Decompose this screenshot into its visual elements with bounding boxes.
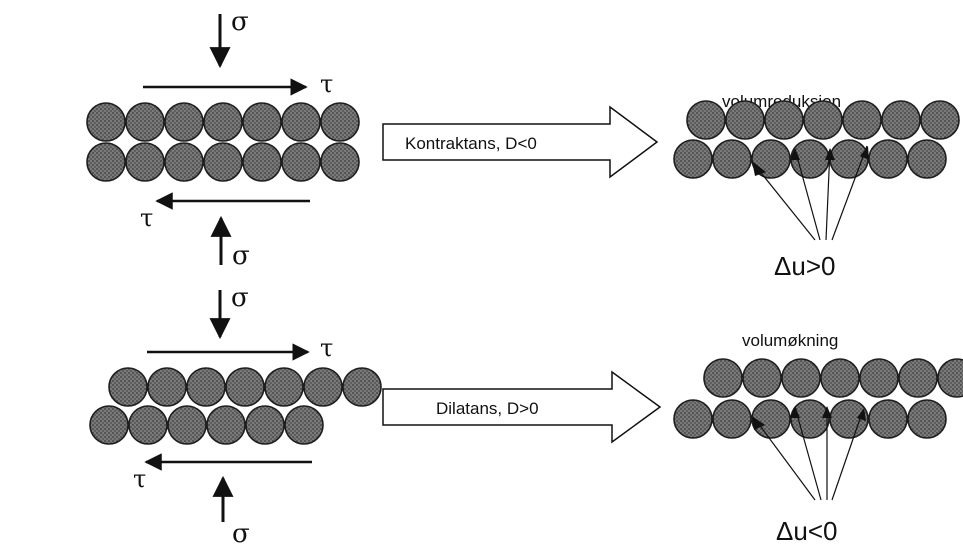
particle [242,102,282,142]
particle [907,399,947,439]
particle [281,102,321,142]
particle [751,399,791,439]
particle [164,102,204,142]
particle [673,399,713,439]
particle [686,100,726,140]
particle [245,405,285,445]
particle [764,100,804,140]
particle [725,100,765,140]
particle [712,399,752,439]
particle-rows-after [673,100,960,179]
particle [125,142,165,182]
particle [225,367,265,407]
sigma-label-bottom: σ [232,241,250,271]
particle [86,142,126,182]
particle [264,367,304,407]
particle [108,367,148,407]
particle [242,142,282,182]
tau-label-bottom: τ [133,465,146,493]
tau-label-top: τ [320,334,333,362]
sigma-label-bottom: σ [232,519,250,548]
process-arrow [382,370,662,444]
particle [89,405,129,445]
process-label: Kontraktans, D<0 [405,134,537,153]
particle [186,367,226,407]
process-label: Dilatans, D>0 [436,399,539,418]
particle [829,399,869,439]
particle [281,142,321,182]
tau-label-bottom: τ [140,204,153,232]
particle [868,139,908,179]
particle-rows-before [89,367,382,445]
particle [167,405,207,445]
particle [920,100,960,140]
particle [342,367,382,407]
particle [86,102,126,142]
tau-label-top: τ [320,70,333,98]
particle [320,142,360,182]
particle [703,358,743,398]
particle [937,358,963,398]
particle [147,367,187,407]
sigma-label-top: σ [231,7,249,37]
panel-dilation: σ τ τ σ Dilatans, D>0 volumøkning Δu<0 [89,283,963,548]
particle [203,102,243,142]
particle [303,367,343,407]
particle [742,358,782,398]
particle-rows-before [86,102,360,182]
particle [206,405,246,445]
result-title: volumøkning [742,331,838,350]
particle [673,139,713,179]
pore-pressure-label: Δu<0 [776,516,837,546]
particle-rows-after [673,358,963,439]
particle [842,100,882,140]
particle [712,139,752,179]
particle [859,358,899,398]
process-arrow [382,105,659,179]
particle [898,358,938,398]
particle [128,405,168,445]
sigma-label-top: σ [231,283,249,313]
particle [820,358,860,398]
particle [203,142,243,182]
particle [790,399,830,439]
pore-pressure-pointers [752,145,869,241]
particle [907,139,947,179]
particle [781,358,821,398]
particle [868,399,908,439]
pore-pressure-label: Δu>0 [774,251,835,281]
particle [881,100,921,140]
pore-pressure-pointers [752,406,866,501]
particle [125,102,165,142]
panel-contraction: σ τ τ σ Kontraktans, D<0 volumreduksjon … [86,7,960,281]
particle [284,405,324,445]
particle [803,100,843,140]
particle [164,142,204,182]
particle [320,102,360,142]
